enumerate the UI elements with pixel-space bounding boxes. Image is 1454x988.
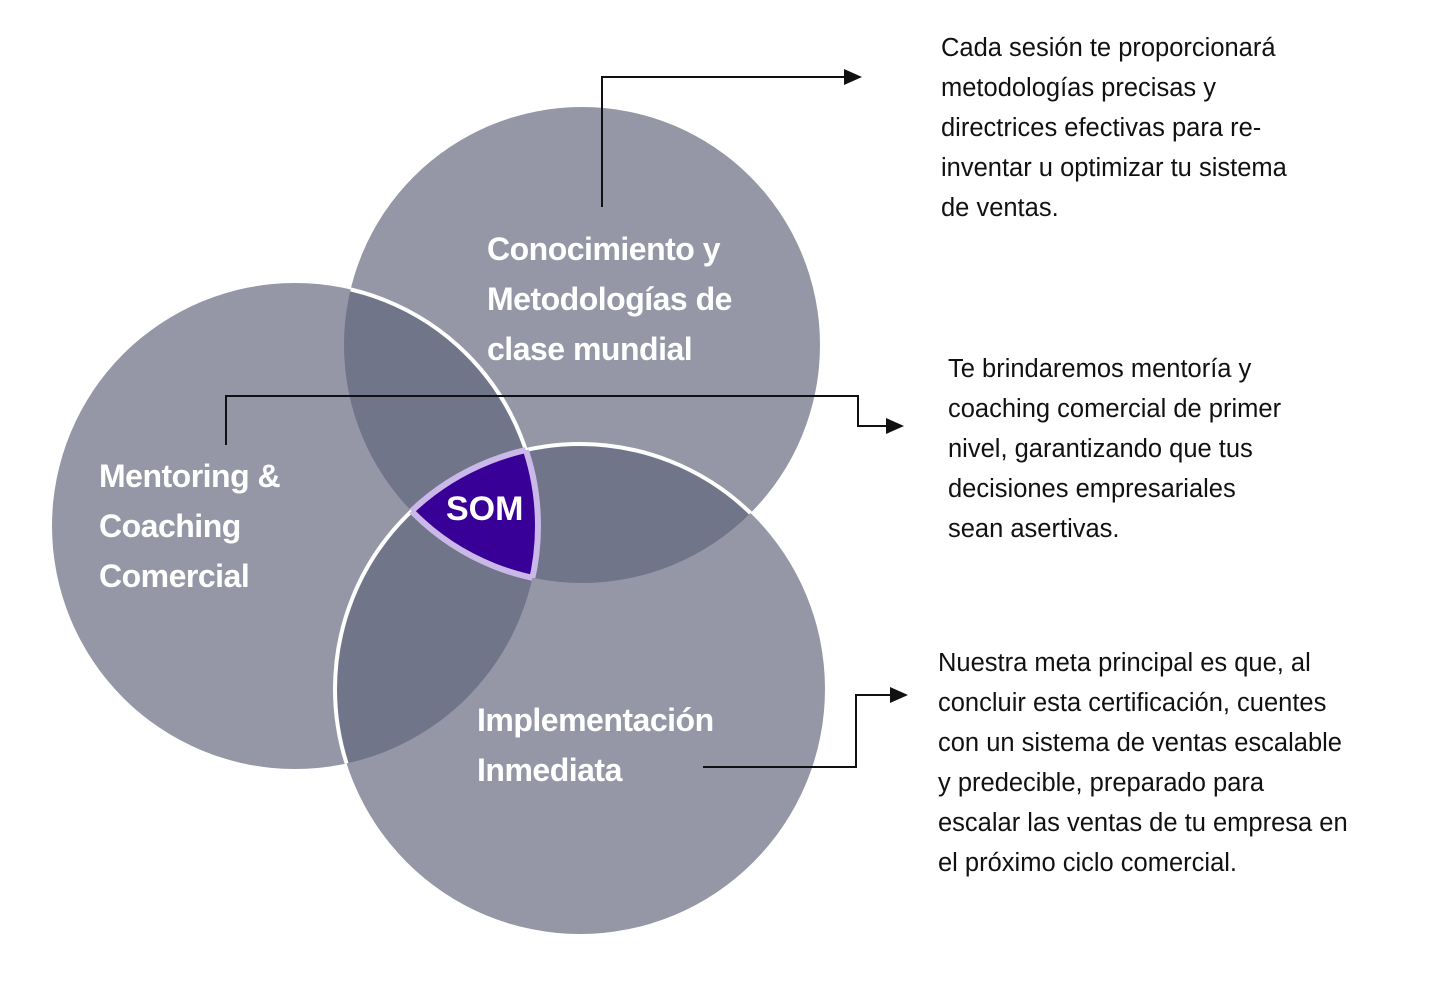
desc-line: metodologías precisas y bbox=[941, 74, 1216, 102]
desc-line: directrices efectivas para re- bbox=[941, 114, 1262, 142]
desc-line: Cada sesión te proporcionará bbox=[941, 34, 1276, 62]
connector-line-3 bbox=[703, 687, 908, 768]
desc-line: decisiones empresariales bbox=[948, 475, 1236, 503]
desc-line: con un sistema de ventas escalable bbox=[938, 729, 1342, 757]
desc-line: el próximo ciclo comercial. bbox=[938, 849, 1238, 877]
desc-line: Nuestra meta principal es que, al bbox=[938, 649, 1311, 677]
desc-line: y predecible, preparado para bbox=[938, 769, 1265, 797]
bottom-edge-stroke bbox=[333, 442, 538, 769]
center-label: SOM bbox=[446, 490, 524, 528]
connector-line-1 bbox=[601, 69, 862, 207]
label-line: Mentoring & bbox=[99, 458, 281, 494]
circle-label-bottom: Implementación Inmediata bbox=[477, 695, 714, 795]
desc-line: inventar u optimizar tu sistema bbox=[941, 154, 1287, 182]
description-3: Nuestra meta principal es que, al conclu… bbox=[938, 643, 1348, 883]
description-1: Cada sesión te proporcionará metodología… bbox=[941, 28, 1287, 228]
circle-label-top: Conocimiento y Metodologías de clase mun… bbox=[487, 224, 732, 374]
connector-line-2 bbox=[225, 395, 904, 445]
label-line: Inmediata bbox=[477, 752, 622, 788]
label-line: Metodologías de bbox=[487, 281, 732, 317]
desc-line: nivel, garantizando que tus bbox=[948, 435, 1253, 463]
desc-line: de ventas. bbox=[941, 194, 1059, 222]
desc-line: coaching comercial de primer bbox=[948, 395, 1282, 423]
circle-label-left: Mentoring & Coaching Comercial bbox=[99, 451, 281, 601]
label-line: Comercial bbox=[99, 558, 250, 594]
desc-line: sean asertivas. bbox=[948, 515, 1120, 543]
desc-line: escalar las ventas de tu empresa en bbox=[938, 809, 1348, 837]
desc-line: Te brindaremos mentoría y bbox=[948, 355, 1252, 383]
desc-line: concluir esta certificación, cuentes bbox=[938, 689, 1327, 717]
label-line: Implementación bbox=[477, 702, 714, 738]
description-2: Te brindaremos mentoría y coaching comer… bbox=[948, 349, 1281, 549]
label-line: Coaching bbox=[99, 508, 241, 544]
label-line: Conocimiento y bbox=[487, 231, 721, 267]
overlap-left-bottom bbox=[335, 444, 538, 769]
overlap-top-left bbox=[344, 283, 538, 583]
label-line: clase mundial bbox=[487, 331, 693, 367]
